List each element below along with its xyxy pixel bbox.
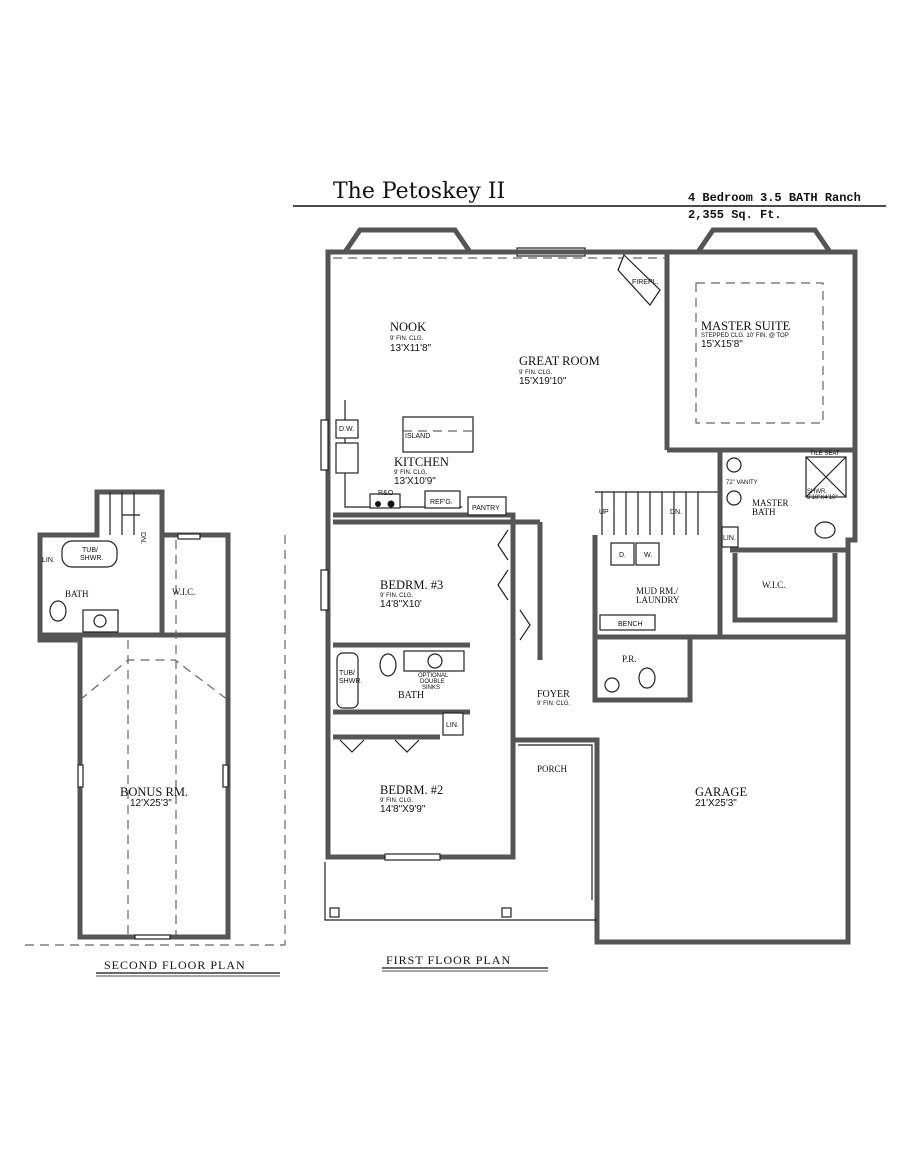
kitchen-label: KITCHEN xyxy=(394,455,449,469)
linen-closet xyxy=(442,712,464,736)
second-floor-caption: SECOND FLOOR PLAN xyxy=(104,958,246,972)
second-floor-plan xyxy=(25,489,286,946)
fireplace xyxy=(617,253,661,306)
refrigerator-label: REF'G. xyxy=(430,499,453,506)
bench xyxy=(599,614,656,631)
optional-sinks-label: OPTIONAL xyxy=(418,673,449,679)
master-suite-size: 15'X15'8" xyxy=(701,339,743,350)
stairs-up-label: UP xyxy=(599,509,609,516)
bedroom3-ceiling: 9' FIN. CLG. xyxy=(380,593,413,599)
upper-bath-label: BATH xyxy=(65,589,89,599)
sink xyxy=(335,442,359,474)
refrigerator xyxy=(424,490,461,509)
kitchen-size: 13'X10'9" xyxy=(394,476,436,487)
upper-wic-label: W.I.C. xyxy=(172,587,195,597)
range-label: R&O xyxy=(378,490,394,497)
shower-size: 3'10"X4'10" xyxy=(807,495,838,501)
dryer xyxy=(610,542,635,566)
laundry-label: LAUNDRY xyxy=(636,595,680,605)
pantry-label: PANTRY xyxy=(472,505,500,512)
stairs-down-label: DN. xyxy=(670,509,682,516)
nook-size: 13'X11'8" xyxy=(390,343,432,354)
dryer-label: D. xyxy=(619,552,626,559)
bedroom3-label: BEDRM. #3 xyxy=(380,578,443,592)
master-suite-label: MASTER SUITE xyxy=(701,319,791,333)
toilet xyxy=(379,653,397,677)
vanity-label: 72" VANITY xyxy=(726,480,758,486)
optional-sinks-label-3: SINKS xyxy=(422,685,440,691)
bathtub xyxy=(336,652,359,709)
dishwasher xyxy=(335,419,359,439)
second-floor-walls xyxy=(37,489,231,940)
bedroom2-size: 14'8"X9'9" xyxy=(380,804,426,815)
exterior-walls xyxy=(325,249,858,945)
first-floor-caption: FIRST FLOOR PLAN xyxy=(386,953,511,967)
plan-area: 2,355 Sq. Ft. xyxy=(688,208,782,222)
island xyxy=(402,416,474,453)
porch-label: PORCH xyxy=(537,764,568,774)
master-bay-window xyxy=(695,227,833,254)
second-floor-labels: LIN. TUB/ SHWR. DN. BATH W.I.C. BONUS RM… xyxy=(42,532,195,809)
bonus-room-label: BONUS RM. xyxy=(120,785,188,799)
first-floor-labels: NOOK 9' FIN. CLG. 13'X11'8" GREAT ROOM 9… xyxy=(339,279,840,815)
master-bath-label-2: BATH xyxy=(752,507,776,517)
garage-size: 21'X25'3" xyxy=(695,798,737,809)
nook-ceiling: 9' FIN. CLG. xyxy=(390,336,423,342)
foyer-ceiling: 9' FIN. CLG. xyxy=(537,701,570,707)
optional-sinks-label-2: DOUBLE xyxy=(420,679,445,685)
master-wic-label: W.I.C. xyxy=(762,580,785,590)
upper-linen-label: LIN. xyxy=(42,557,55,564)
plan-title: The Petoskey II xyxy=(333,179,505,204)
great-room-label: GREAT ROOM xyxy=(519,354,600,368)
mud-room-label: MUD RM./ xyxy=(636,586,679,596)
bedroom2-label: BEDRM. #2 xyxy=(380,783,443,797)
master-suite-ceiling: STEPPED CLG. 10' FIN. @ TOP xyxy=(701,333,789,339)
pantry xyxy=(467,496,507,516)
great-room-ceiling: 9' FIN. CLG. xyxy=(519,370,552,376)
tub-label: TUB/ xyxy=(339,670,355,677)
tub-label-2: SHWR. xyxy=(339,678,362,685)
bedroom3-size: 14'8"X10' xyxy=(380,599,422,610)
linen-label: LIN. xyxy=(446,722,459,729)
tile-seat-label: TILE SEAT xyxy=(810,451,840,457)
island-label: ISLAND xyxy=(405,433,430,440)
nook-bay-window xyxy=(342,227,473,254)
washer-label: W. xyxy=(644,552,652,559)
washer xyxy=(635,542,660,566)
bath-label: BATH xyxy=(398,690,424,701)
first-floor-plan xyxy=(320,227,858,945)
bench-label: BENCH xyxy=(618,621,643,628)
window xyxy=(320,569,329,611)
bonus-room-size: 12'X25'3" xyxy=(130,798,172,809)
fireplace-label: FIREPL. xyxy=(632,279,659,286)
window xyxy=(320,419,329,471)
master-bath-label: MASTER xyxy=(752,498,789,508)
plan-subtitle: 4 Bedroom 3.5 BATH Ranch xyxy=(688,191,861,205)
bedroom2-ceiling: 9' FIN. CLG. xyxy=(380,798,413,804)
upper-tub-label: TUB/ xyxy=(82,547,98,554)
powder-room-label: P.R. xyxy=(622,654,637,664)
toilet xyxy=(49,600,67,622)
bathtub xyxy=(61,540,118,568)
master-linen-label: LIN. xyxy=(723,535,736,542)
nook-label: NOOK xyxy=(390,320,426,334)
kitchen-ceiling: 9' FIN. CLG. xyxy=(394,470,427,476)
great-room-size: 15'X19'10" xyxy=(519,376,567,387)
dishwasher-label: D.W. xyxy=(339,426,354,433)
upper-stairs-down-label: DN. xyxy=(139,532,146,544)
shower-label: SHWR. xyxy=(807,489,827,495)
foyer-label: FOYER xyxy=(537,689,570,700)
garage-label: GARAGE xyxy=(695,785,747,799)
upper-tub-label-2: SHWR. xyxy=(80,555,103,562)
